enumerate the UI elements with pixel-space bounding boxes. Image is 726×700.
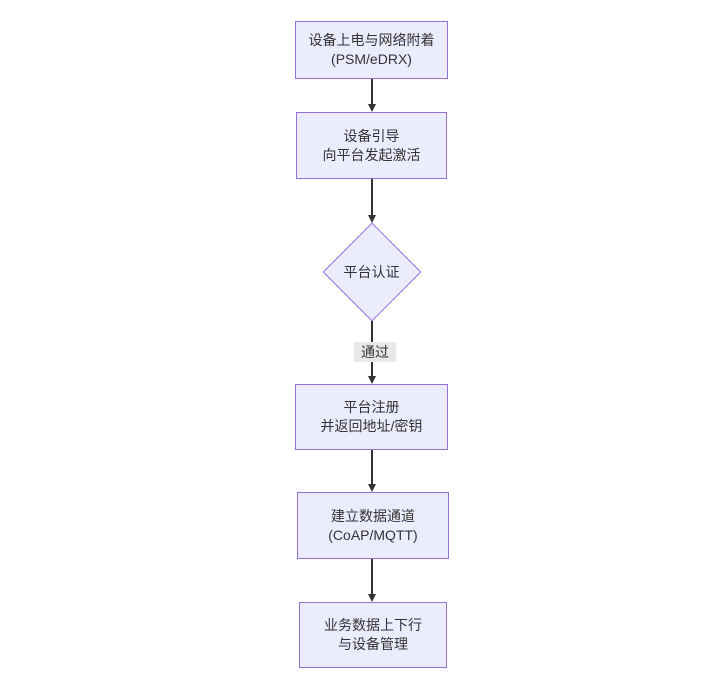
node-power-line2: (PSM/eDRX): [331, 51, 412, 67]
arrow-line: [371, 450, 373, 486]
node-register-line2: 并返回地址/密钥: [320, 418, 423, 434]
node-business-data: 业务数据上下行 与设备管理: [299, 602, 447, 668]
flow-arrow-4: [366, 450, 378, 492]
arrow-head-icon: [368, 484, 376, 492]
node-boot-line1: 设备引导: [343, 127, 400, 144]
arrow-line: [371, 79, 373, 106]
node-data-channel: 建立数据通道 (CoAP/MQTT): [297, 492, 449, 559]
arrow-line: [371, 179, 373, 217]
arrow-head-icon: [368, 104, 376, 112]
node-device-bootstrap: 设备引导 向平台发起激活: [296, 112, 447, 179]
decision-platform-auth: 平台认证: [320, 222, 423, 322]
edge-label-pass: 通过: [354, 342, 396, 362]
decision-platform-auth-label: 平台认证: [343, 264, 400, 280]
node-channel-line2: (CoAP/MQTT): [328, 526, 418, 543]
flow-arrow-2: [366, 179, 378, 223]
flow-arrow-5: [366, 559, 378, 602]
node-power-line1: 设备上电与网络附着: [308, 32, 435, 48]
arrow-head-icon: [368, 376, 376, 384]
arrow-head-icon: [368, 594, 376, 602]
arrow-head-icon: [368, 215, 376, 223]
node-register-line1: 平台注册: [343, 399, 400, 415]
arrow-line: [371, 559, 373, 596]
node-business-line1: 业务数据上下行: [324, 617, 422, 633]
node-boot-line2: 向平台发起激活: [322, 146, 421, 163]
node-channel-line1: 建立数据通道: [331, 507, 415, 524]
node-business-line2: 与设备管理: [338, 636, 408, 652]
node-platform-register: 平台注册 并返回地址/密钥: [295, 384, 448, 450]
flow-arrow-1: [366, 79, 378, 112]
node-power-network-attach: 设备上电与网络附着 (PSM/eDRX): [295, 21, 448, 79]
